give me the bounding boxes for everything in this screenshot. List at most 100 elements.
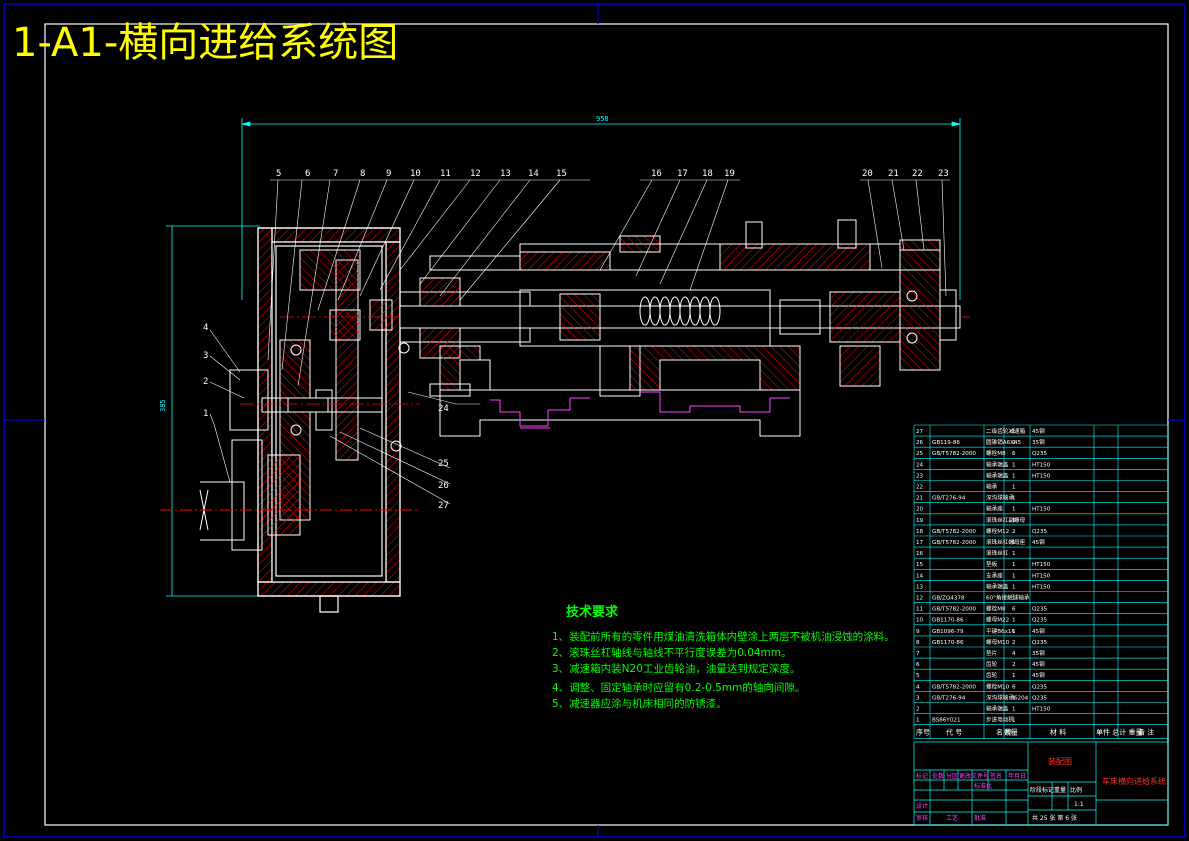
bom-row-no: 20	[916, 507, 924, 513]
bom-row-code: GB119-86	[932, 440, 960, 446]
balloon-4: 4	[203, 323, 208, 333]
bom-row-qty: 1	[1012, 596, 1016, 602]
bom-row-name: 轴承端盖	[986, 460, 1009, 468]
bom-row-name: 齿轮	[986, 671, 998, 679]
balloon-24: 24	[438, 404, 449, 414]
bom-row-name: 螺栓M8	[986, 449, 1006, 457]
bom-row-qty: 1	[1012, 562, 1016, 568]
drawing-title: 1-A1-横向进给系统图	[12, 20, 398, 66]
balloon-15: 15	[556, 169, 567, 179]
balloon-7: 7	[333, 169, 338, 179]
bom-row-material: Q235	[1032, 451, 1048, 457]
bom-row-material: Q235	[1032, 684, 1048, 690]
bom-row-material: 35钢	[1032, 438, 1045, 446]
bom-row-no: 2	[916, 707, 920, 713]
bom-header-cell: 序号	[916, 728, 930, 737]
bom-row-no: 22	[916, 485, 923, 491]
bom-row-material: Q235	[1032, 695, 1048, 701]
tb-std-label: 标准化	[974, 782, 992, 790]
bom-row-qty: 2	[1012, 640, 1016, 646]
bom-row-material: HT150	[1032, 573, 1051, 579]
bom-row-qty: 1	[1012, 695, 1016, 701]
bom-row-no: 14	[916, 573, 924, 579]
balloon-13: 13	[500, 169, 511, 179]
bom-row-name: 螺栓M8	[986, 605, 1006, 613]
tech-requirements: 技术要求 1、装配前所有的零件用煤油清洗箱体内壁涂上两层不被机油浸蚀的涂料。 2…	[552, 604, 895, 710]
bom-header-cell: 材 料	[1050, 728, 1066, 737]
bom-row-no: 12	[916, 596, 923, 602]
bom-row-qty: 1	[1012, 551, 1016, 557]
bom-row-code: GB/T276-94	[932, 695, 966, 701]
bom-row-qty: 1	[1012, 629, 1016, 635]
bom-row-material: 45钢	[1032, 660, 1045, 668]
bom-row-qty: 1	[1012, 518, 1016, 524]
bom-row-material: 45钢	[1032, 427, 1045, 435]
right-balloons: 24 25 26 27	[438, 404, 449, 511]
bom-row-name: 滚珠丝杠副螺母	[986, 516, 1026, 524]
bom-row-name: 深沟球轴承6204	[986, 693, 1029, 701]
bom-row-name: 圆锥销A6X45	[986, 438, 1022, 446]
tb-name: 车床横向进给系统	[1102, 776, 1166, 786]
tech-line-1: 1、装配前所有的零件用煤油清洗箱体内壁涂上两层不被机油浸蚀的涂料。	[552, 630, 895, 643]
bom-row-qty: 2	[1012, 440, 1016, 446]
bom-row-name: 轴承端盖	[986, 471, 1009, 479]
tb-role-review: 审核	[916, 814, 928, 822]
bom-row-material: 35钢	[1032, 649, 1045, 657]
balloon-25: 25	[438, 459, 449, 469]
bom-row-no: 10	[916, 618, 924, 624]
bom-row-no: 15	[916, 562, 924, 568]
tb-role-design: 设计	[916, 802, 928, 810]
balloon-21: 21	[888, 169, 899, 179]
bom-row-qty: 1	[1012, 718, 1016, 724]
bom-row-material: HT150	[1032, 462, 1051, 468]
bom-row-qty: 4	[1012, 651, 1016, 657]
bom-row-name: 螺栓M12	[986, 527, 1009, 535]
bom-row-material: 45钢	[1032, 538, 1045, 546]
balloon-2: 2	[203, 377, 208, 387]
bom-row-qty: 1	[1012, 473, 1016, 479]
balloon-23: 23	[938, 169, 949, 179]
guideway-profiles	[490, 391, 790, 429]
bom-row-qty: 6	[1012, 451, 1016, 457]
bom-row-qty: 1	[1012, 429, 1016, 435]
balloon-3: 3	[203, 351, 208, 361]
tb-drawing-type: 装配图	[1048, 756, 1072, 766]
bom-row-no: 3	[916, 695, 920, 701]
bom-row-name: 步进电动机	[986, 716, 1014, 724]
balloon-19: 19	[724, 169, 735, 179]
bom-row-name: 垫片	[986, 649, 998, 657]
bom-row-qty: 1	[1012, 485, 1016, 491]
tb-role-process: 工艺	[946, 814, 958, 822]
bom-row-no: 19	[916, 518, 924, 524]
bom-row-code: GB1170-86	[932, 618, 964, 624]
balloon-17: 17	[677, 169, 688, 179]
bom-row-code: GB/T5782-2000	[932, 451, 976, 457]
bom-row-name: 滚珠丝杠	[986, 549, 1009, 557]
left-balloons: 4 3 2 1	[203, 323, 208, 419]
bom-row-material: Q235	[1032, 640, 1048, 646]
bom-row-name: 螺栓M10	[986, 682, 1010, 690]
balloon-9: 9	[386, 169, 391, 179]
bom-row-no: 4	[916, 684, 920, 690]
bom-row-name: 齿轮	[986, 660, 998, 668]
balloon-16: 16	[651, 169, 662, 179]
tech-line-5: 5、减速器应涂与机床相同的防锈漆。	[552, 697, 727, 710]
bom-row-material: HT150	[1032, 707, 1051, 713]
tb-sheet: 共 25 张 第 6 张	[1032, 814, 1077, 822]
bom-row-material: HT150	[1032, 584, 1051, 590]
stepper-motor	[160, 481, 420, 541]
bom-row-no: 16	[916, 551, 924, 557]
bom-row-qty: 1	[1012, 584, 1016, 590]
overall-dimension-value: 958	[596, 115, 609, 123]
bom-row-material: Q235	[1032, 607, 1048, 613]
bom-row-no: 9	[916, 629, 920, 635]
balloon-10: 10	[410, 169, 421, 179]
bom-row-qty: 2	[1012, 662, 1016, 668]
bom-row-name: 二级齿轮减速箱	[986, 427, 1026, 435]
balloon-27: 27	[438, 501, 449, 511]
tech-line-4: 4、调整、固定轴承时应留有0.2-0.5mm的轴向间隙。	[552, 681, 805, 694]
tb-scale-label: 比例	[1070, 786, 1082, 794]
ball-screw-threads	[639, 296, 721, 326]
tb-scale: 1:1	[1074, 801, 1084, 808]
